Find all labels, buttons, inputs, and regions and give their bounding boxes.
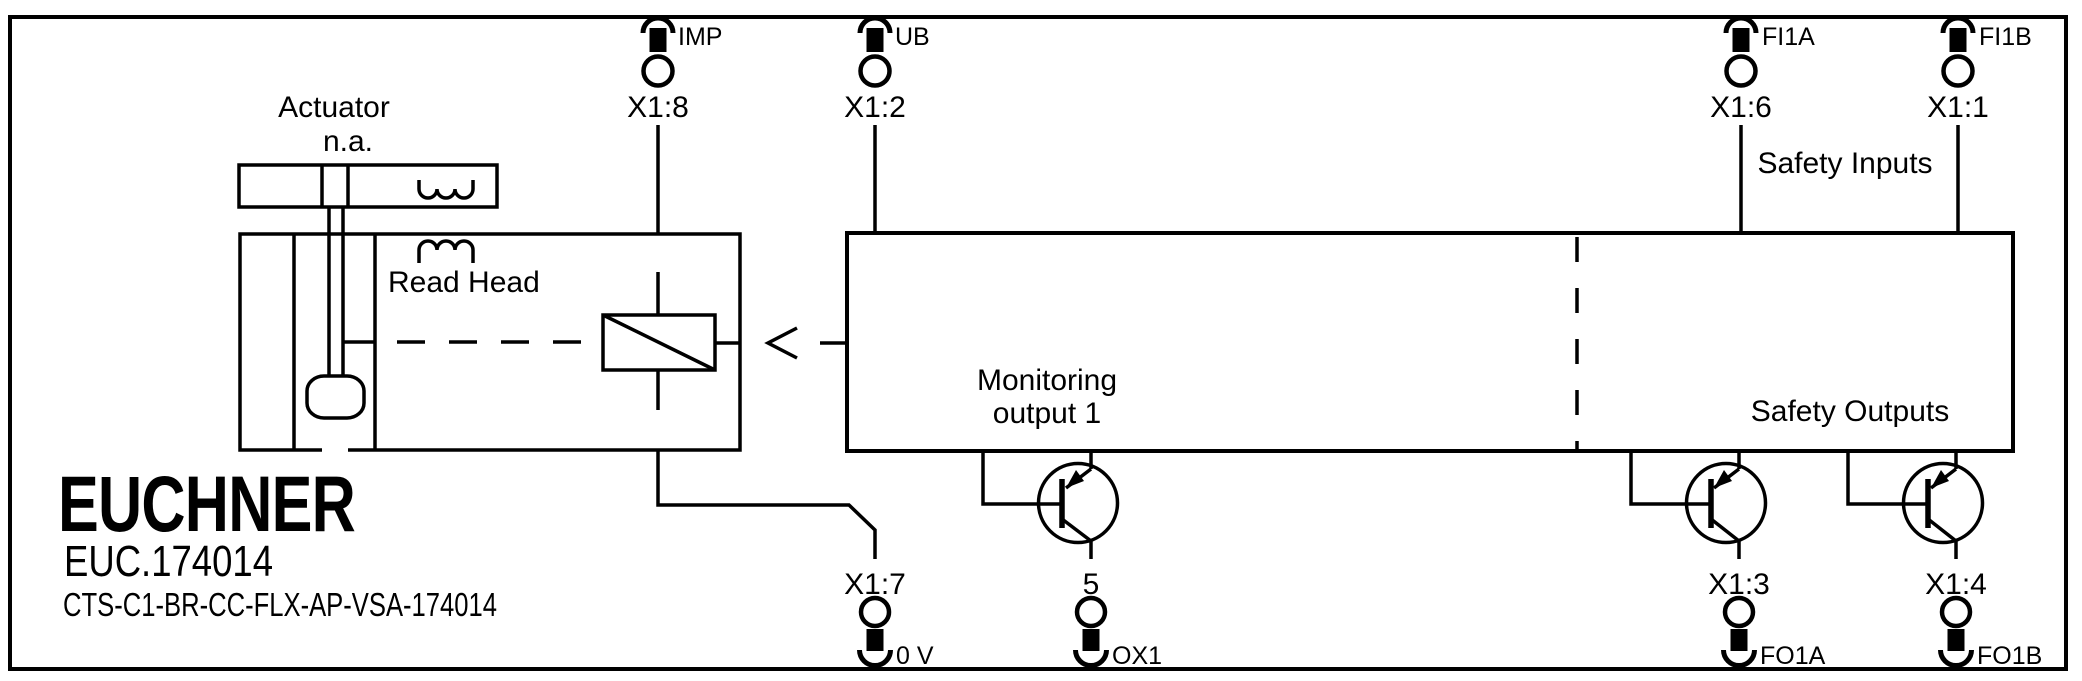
terminal-pin-label: X1:7	[844, 568, 906, 601]
transistor-base-wire	[981, 451, 1062, 506]
plug-socket-icon	[1724, 54, 1758, 88]
plug-socket-icon	[1939, 595, 1973, 629]
safety-inputs-label: Safety Inputs	[1757, 147, 1932, 180]
terminal-signal-label: IMP	[678, 23, 722, 51]
terminal-x1-7: X1:7 0 V	[844, 568, 934, 670]
plug-arc-icon	[640, 15, 676, 34]
terminal-signal-label: 0 V	[896, 642, 934, 670]
plug-pin-icon	[1730, 629, 1748, 651]
plug-arc-icon	[1940, 15, 1976, 34]
terminal-pin-label: X1:8	[627, 91, 689, 124]
type-code: CTS-C1-BR-CC-FLX-AP-VSA-174014	[63, 586, 497, 623]
plug-socket-icon	[641, 54, 675, 88]
plug-pin-icon	[866, 28, 884, 52]
terminal-x1-8: X1:8 IMP	[627, 15, 722, 234]
transistor-base-wire	[1629, 451, 1711, 506]
actuator-assembly: Actuator n.a.	[237, 91, 499, 420]
transistor-circle	[1036, 461, 1120, 545]
drawing-code: EUC.174014	[64, 537, 273, 586]
terminal-signal-label: FI1B	[1979, 23, 2032, 51]
terminal-x1-6: X1:6 FI1A	[1710, 15, 1815, 233]
terminal-pin-label: X1:6	[1710, 91, 1772, 124]
euchner-logo: EUCHNER	[58, 459, 355, 548]
transistor-arrow-icon	[1931, 470, 1949, 488]
plug-pin-icon	[1947, 629, 1965, 651]
terminal-signal-label: FI1A	[1762, 23, 1815, 51]
plug-socket-icon	[1722, 595, 1756, 629]
read-head-box: Read Head	[238, 232, 742, 452]
relay-diagonal	[602, 313, 716, 372]
transistor-fo1a	[1629, 451, 1768, 559]
plug-arc-icon	[857, 649, 893, 668]
terminal-x1-2: X1:2 UB	[844, 15, 930, 233]
plug-socket-icon	[858, 595, 892, 629]
signal-arrow	[764, 326, 847, 360]
diagram-border	[8, 15, 2068, 671]
transistor-emitter-diag	[1709, 517, 1741, 543]
actuator-bar	[237, 163, 499, 209]
terminal-pin-label: 5	[1083, 568, 1100, 601]
terminal-signal-label: FO1A	[1760, 642, 1826, 670]
transistor-ox1	[981, 451, 1120, 559]
main-unit-outline	[845, 231, 2015, 453]
main-unit-box: Monitoring output 1 Safety Outputs	[845, 231, 2015, 453]
wire-0v-link	[656, 450, 877, 559]
transistor-emitter-diag	[1060, 517, 1093, 543]
plug-arc-icon	[1073, 649, 1109, 668]
plug-socket-icon	[1941, 54, 1975, 88]
safety-outputs-label: Safety Outputs	[1751, 395, 1949, 428]
monitoring-output-label-line2: output 1	[993, 397, 1101, 430]
plug-pin-icon	[1949, 28, 1967, 52]
actuator-note-label: n.a.	[323, 125, 373, 158]
terminal-x1-1: X1:1 FI1B	[1927, 15, 2032, 233]
plug-pin-icon	[649, 28, 667, 52]
monitoring-output-label-line1: Monitoring	[977, 364, 1117, 397]
terminal-pin-label: X1:3	[1708, 568, 1770, 601]
read-head-outline	[238, 232, 742, 452]
plug-pin-icon	[1082, 629, 1100, 651]
terminal-pin-label: X1:1	[1927, 91, 1989, 124]
terminal-signal-label: OX1	[1112, 642, 1162, 670]
plug-socket-icon	[1074, 595, 1108, 629]
transistor-circle	[1901, 461, 1985, 545]
transistor-emitter-diag	[1926, 517, 1958, 543]
brand-block: EUCHNER EUC.174014 CTS-C1-BR-CC-FLX-AP-V…	[58, 459, 497, 623]
plug-arc-icon	[1938, 649, 1974, 668]
left-arrow-icon	[764, 326, 798, 360]
plug-socket-icon	[858, 54, 892, 88]
terminal-signal-label: FO1B	[1977, 642, 2042, 670]
read-head-coil-icon	[417, 239, 475, 263]
terminal-pin-label: X1:4	[1925, 568, 1987, 601]
transistor-arrow-icon	[1714, 470, 1732, 488]
transistor-fo1b	[1846, 451, 1985, 559]
actuator-coil-icon	[417, 180, 475, 200]
coupling-and-relay	[344, 272, 740, 410]
plug-pin-icon	[866, 629, 884, 651]
actuator-label: Actuator	[278, 91, 390, 124]
actuator-tongue	[305, 374, 366, 420]
terminal-pin-label: X1:2	[844, 91, 906, 124]
terminal-5: 5 OX1	[1073, 568, 1162, 670]
read-head-label: Read Head	[388, 266, 540, 299]
terminal-x1-3: X1:3 FO1A	[1708, 568, 1825, 670]
transistor-circle	[1684, 461, 1768, 545]
plug-arc-icon	[1721, 649, 1757, 668]
terminal-signal-label: UB	[895, 23, 930, 51]
plug-arc-icon	[1723, 15, 1759, 34]
transistor-arrow-icon	[1066, 470, 1084, 488]
transistor-base-wire	[1846, 451, 1928, 506]
terminal-x1-4: X1:4 FO1B	[1925, 568, 2042, 670]
plug-arc-icon	[857, 15, 893, 34]
plug-pin-icon	[1732, 28, 1750, 52]
